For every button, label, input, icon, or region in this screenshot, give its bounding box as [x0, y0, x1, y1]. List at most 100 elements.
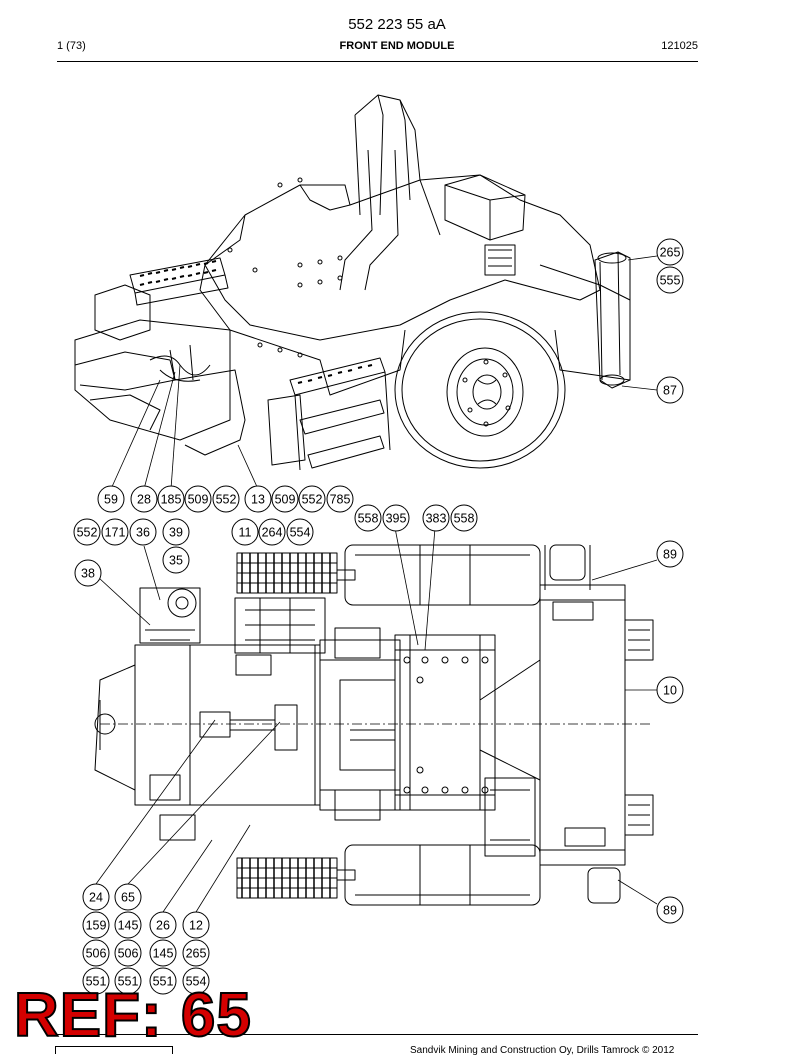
callout-395: 395: [382, 504, 410, 532]
callout-circle: [182, 939, 210, 967]
callout-26: 26: [149, 911, 177, 939]
callout-551: 551: [82, 967, 110, 995]
callout-38: 38: [74, 559, 102, 587]
callout-circle: [82, 911, 110, 939]
callout-circle: [450, 504, 478, 532]
callout-circle: [656, 376, 684, 404]
callout-circle: [162, 546, 190, 574]
callout-circle: [114, 939, 142, 967]
callout-circle: [382, 504, 410, 532]
callout-circle: [130, 485, 158, 513]
callout-145: 145: [114, 911, 142, 939]
callout-12: 12: [182, 911, 210, 939]
callout-circle: [271, 485, 299, 513]
callout-circle: [129, 518, 157, 546]
callout-552: 552: [298, 485, 326, 513]
callout-label: 159: [86, 919, 107, 933]
callout-label: 39: [169, 526, 183, 540]
callout-28: 28: [130, 485, 158, 513]
callout-circle: [182, 967, 210, 995]
callout-label: 265: [186, 947, 207, 961]
callout-label: 171: [105, 526, 126, 540]
callout-label: 13: [251, 493, 265, 507]
date-code: 121025: [661, 40, 698, 52]
page-title: FRONT END MODULE: [339, 40, 455, 52]
callout-circle: [82, 967, 110, 995]
callout-185: 185: [157, 485, 185, 513]
callout-35: 35: [162, 546, 190, 574]
callout-circle: [82, 939, 110, 967]
callout-circle: [212, 485, 240, 513]
callout-39: 39: [162, 518, 190, 546]
callout-36: 36: [129, 518, 157, 546]
callout-label: 87: [663, 384, 677, 398]
callout-label: 36: [136, 526, 150, 540]
callout-265: 265: [182, 939, 210, 967]
callout-circle: [286, 518, 314, 546]
callout-24: 24: [82, 883, 110, 911]
callout-label: 89: [663, 904, 677, 918]
callout-383: 383: [422, 504, 450, 532]
isometric-view: [74, 94, 631, 471]
callout-circle: [149, 911, 177, 939]
callout-89: 89: [656, 540, 684, 568]
callout-551: 551: [114, 967, 142, 995]
document-number: 552 223 55 aA: [348, 16, 446, 33]
callout-circle: [74, 559, 102, 587]
callout-label: 558: [358, 512, 379, 526]
callout-label: 552: [216, 493, 237, 507]
callout-554: 554: [286, 518, 314, 546]
callout-label: 785: [330, 493, 351, 507]
callout-label: 38: [81, 567, 95, 581]
callout-11: 11: [231, 518, 259, 546]
callout-label: 11: [239, 526, 252, 540]
copyright-footer: Sandvik Mining and Construction Oy, Dril…: [410, 1045, 675, 1056]
callout-circle: [114, 883, 142, 911]
wheel: [394, 311, 566, 469]
callout-785: 785: [326, 485, 354, 513]
callout-circle: [157, 485, 185, 513]
callout-label: 509: [275, 493, 296, 507]
callout-label: 89: [663, 548, 677, 562]
callout-circle: [162, 518, 190, 546]
callout-87: 87: [656, 376, 684, 404]
callout-558: 558: [354, 504, 382, 532]
callout-10: 10: [656, 676, 684, 704]
callout-59: 59: [97, 485, 125, 513]
callout-circle: [114, 911, 142, 939]
plan-track-lower: [236, 857, 356, 899]
callout-label: 551: [153, 975, 174, 989]
plan-view: [94, 544, 654, 906]
callout-circle: [244, 485, 272, 513]
callout-circle: [258, 518, 286, 546]
callout-circle: [298, 485, 326, 513]
callout-506: 506: [114, 939, 142, 967]
callout-label: 265: [660, 246, 681, 260]
callout-label: 264: [262, 526, 283, 540]
callout-159: 159: [82, 911, 110, 939]
callout-506: 506: [82, 939, 110, 967]
callout-label: 551: [118, 975, 139, 989]
plan-track-upper: [236, 552, 356, 594]
callout-label: 35: [169, 554, 183, 568]
callout-label: 65: [121, 891, 135, 905]
callout-label: 26: [156, 919, 170, 933]
callout-label: 554: [186, 975, 207, 989]
callout-circle: [231, 518, 259, 546]
callout-65: 65: [114, 883, 142, 911]
page-number: 1 (73): [57, 40, 86, 52]
callout-circle: [656, 896, 684, 924]
callout-551: 551: [149, 967, 177, 995]
callout-label: 552: [77, 526, 98, 540]
callout-label: 558: [454, 512, 475, 526]
callout-264: 264: [258, 518, 286, 546]
callout-label: 551: [86, 975, 107, 989]
callout-552: 552: [212, 485, 240, 513]
track-upper-left: [129, 257, 229, 306]
callout-circle: [656, 266, 684, 294]
step-ladder: [267, 357, 391, 471]
callout-label: 506: [118, 947, 139, 961]
callout-circle: [326, 485, 354, 513]
